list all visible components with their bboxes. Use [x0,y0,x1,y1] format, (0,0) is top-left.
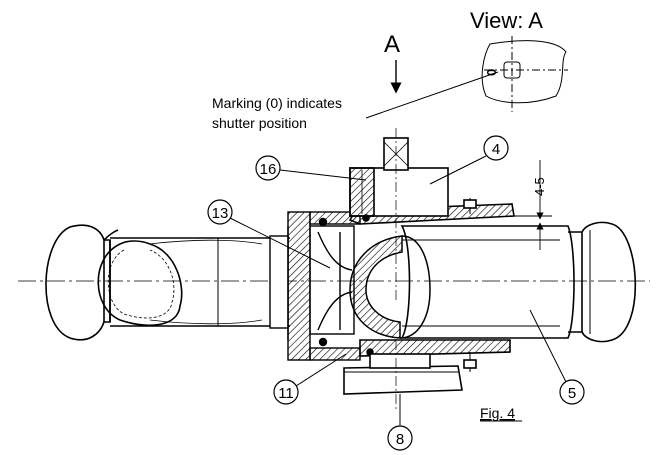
svg-text:13: 13 [212,205,229,222]
view-label: View: A [470,8,543,33]
dimension-4-5 [514,160,560,250]
view-a-detail [481,36,568,112]
callout-4: 4 [429,135,509,185]
bottom-base [343,339,511,410]
note-line-1: Marking (0) indicates [212,95,342,111]
seat-ring [309,225,355,335]
callout-8: 8 [387,394,413,451]
dimension-label: 4-5 [532,177,547,196]
right-flange [568,221,637,343]
view-arrow-label: A [384,31,400,58]
callout-5: 5 [529,309,585,405]
note-line-2: shutter position [212,115,307,131]
view-symbol-zero: 0 [484,69,499,76]
callout-16: 16 [255,155,367,181]
housing-section [269,211,374,361]
svg-text:5: 5 [568,385,576,402]
inlet-tube [97,237,290,327]
svg-text:8: 8 [396,431,404,448]
svg-text:11: 11 [278,385,294,402]
actuator-top [348,128,515,300]
note-leader [365,71,499,119]
ball [349,235,431,339]
callout-13: 13 [207,199,331,269]
outlet-body [400,225,575,339]
left-flange [45,224,119,341]
callout-11: 11 [273,353,347,405]
svg-text:16: 16 [260,161,277,178]
figure-caption: Fig. 4 [480,405,515,421]
svg-text:4: 4 [492,141,500,158]
